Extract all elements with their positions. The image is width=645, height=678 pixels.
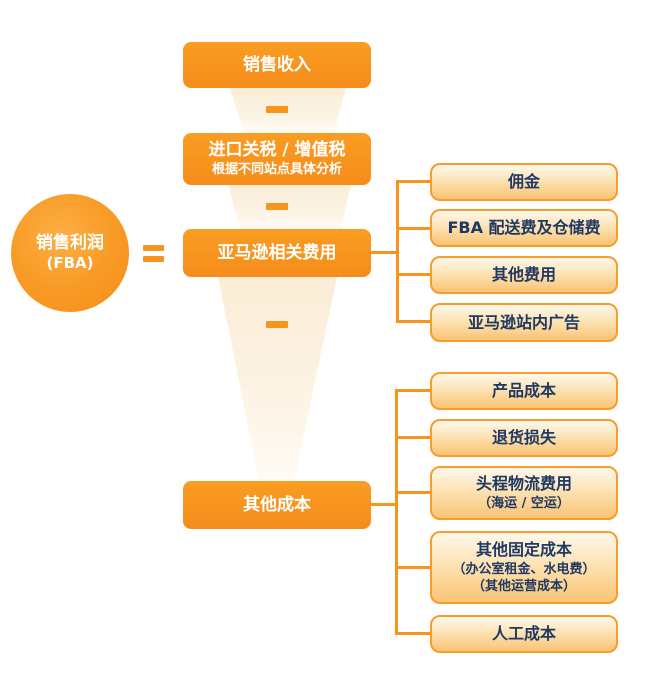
detail-label: 佣金 [507, 172, 540, 192]
connector-line [395, 389, 430, 392]
equals-operator-icon [143, 245, 164, 262]
connector-line [395, 436, 430, 439]
step-box-other-costs: 其他成本 [183, 481, 371, 529]
detail-label: 人工成本 [491, 624, 556, 644]
step-box-import-tax: 进口关税 / 增值税 根据不同站点具体分析 [183, 133, 371, 185]
funnel-beam-top [230, 88, 346, 133]
profit-result-circle: 销售利润 (FBA) [11, 194, 129, 312]
connector-line [371, 251, 398, 254]
minus-operator-icon [266, 321, 288, 328]
step-sublabel: 根据不同站点具体分析 [211, 162, 342, 178]
detail-box-labor-cost: 人工成本 [430, 615, 618, 653]
detail-box-other-fees: 其他费用 [430, 256, 618, 294]
step-box-sales-revenue: 销售收入 [183, 42, 371, 88]
detail-label: 头程物流费用 [475, 474, 572, 494]
detail-label: FBA 配送费及仓储费 [447, 218, 601, 238]
minus-operator-icon [266, 203, 288, 210]
detail-box-commission: 佣金 [430, 163, 618, 201]
connector-line [395, 566, 430, 569]
connector-line [396, 180, 430, 183]
step-box-amazon-fees: 亚马逊相关费用 [183, 229, 371, 277]
step-label: 进口关税 / 增值税 [208, 140, 346, 160]
connector-line [396, 227, 430, 230]
connector-line [396, 320, 430, 323]
connector-line [395, 389, 398, 635]
detail-box-fba-fulfillment-storage: FBA 配送费及仓储费 [430, 209, 618, 247]
detail-label: 产品成本 [491, 381, 556, 401]
detail-label: 亚马逊站内广告 [467, 312, 580, 332]
step-label: 亚马逊相关费用 [217, 242, 337, 263]
connector-line [396, 273, 430, 276]
profit-circle-subtitle: (FBA) [46, 254, 94, 273]
detail-label: 退货损失 [491, 428, 556, 448]
detail-label: 其他固定成本 [475, 540, 572, 560]
connector-line [395, 632, 430, 635]
detail-box-return-loss: 退货损失 [430, 419, 618, 457]
connector-line [395, 491, 430, 494]
minus-operator-icon [266, 106, 288, 113]
detail-sublabel: （办公室租金、水电费） [452, 561, 596, 577]
connector-line [396, 180, 399, 323]
detail-sublabel: （其他运营成本） [471, 579, 576, 595]
detail-label: 其他费用 [491, 265, 556, 285]
connector-line [371, 503, 398, 506]
detail-box-amazon-ads: 亚马逊站内广告 [430, 303, 618, 342]
step-label: 其他成本 [243, 494, 311, 515]
detail-box-first-mile-logistics: 头程物流费用 （海运 / 空运） [430, 466, 618, 520]
funnel-beam-bottom [218, 277, 337, 481]
funnel-beam-middle [228, 184, 351, 229]
step-label: 销售收入 [243, 54, 311, 75]
profit-circle-title: 销售利润 [36, 233, 104, 253]
detail-box-fixed-costs: 其他固定成本 （办公室租金、水电费） （其他运营成本） [430, 531, 618, 604]
detail-box-product-cost: 产品成本 [430, 372, 618, 410]
detail-sublabel: （海运 / 空运） [478, 496, 570, 512]
